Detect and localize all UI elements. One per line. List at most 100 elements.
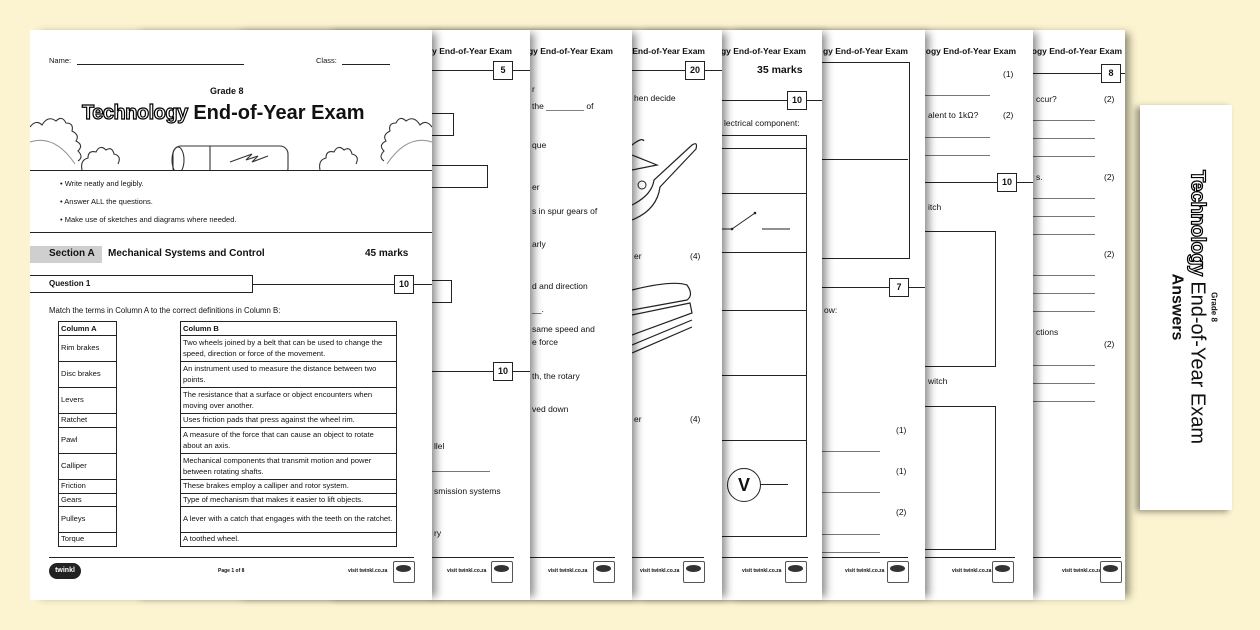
term-cell: Gears bbox=[58, 493, 117, 507]
question-text: llel bbox=[434, 441, 445, 451]
question-text: arly bbox=[532, 239, 546, 249]
column-b-header: Column B bbox=[180, 321, 397, 336]
term-cell: Levers bbox=[58, 387, 117, 414]
question-text: ry bbox=[434, 528, 442, 538]
twinkl-badge-icon bbox=[1100, 561, 1122, 583]
marks-label: (2) bbox=[1104, 339, 1115, 349]
footer-site: visit twinkl.co.za bbox=[1062, 568, 1102, 574]
running-header: End-of-Year Exam bbox=[632, 46, 705, 56]
column-a-header: Column A bbox=[58, 321, 117, 336]
question-text: r bbox=[532, 84, 535, 94]
question-text: __. bbox=[532, 304, 544, 314]
running-header: ogy End-of-Year Exam bbox=[1031, 46, 1122, 56]
term-cell: Friction bbox=[58, 479, 117, 494]
twinkl-badge-icon bbox=[992, 561, 1014, 583]
marks-label: (1) bbox=[1003, 69, 1014, 79]
section-badge bbox=[30, 246, 102, 263]
class-field[interactable] bbox=[342, 64, 390, 65]
marks-box: 10 bbox=[997, 173, 1017, 192]
gears-illustration-icon bbox=[30, 117, 432, 170]
definition-cell: Mechanical components that transmit moti… bbox=[180, 453, 397, 480]
marks-label: (1) bbox=[896, 425, 907, 435]
question-prompt: Match the terms in Column A to the corre… bbox=[49, 306, 281, 315]
marks-label: (4) bbox=[690, 414, 701, 424]
question-text: e force bbox=[532, 337, 558, 347]
question-text: s. bbox=[1036, 172, 1043, 182]
question-text: hen decide bbox=[634, 93, 676, 103]
definition-cell: Type of mechanism that makes it easier t… bbox=[180, 493, 397, 507]
running-header: gy End-of-Year Exam bbox=[720, 46, 806, 56]
footer-site: visit twinkl.co.za bbox=[348, 568, 388, 574]
definition-cell: A measure of the force that can cause an… bbox=[180, 427, 397, 454]
twinkl-badge-icon bbox=[593, 561, 615, 583]
marks-box: 10 bbox=[394, 275, 414, 294]
question-text: itch bbox=[928, 202, 942, 212]
running-header: gy End-of-Year Exam bbox=[426, 46, 512, 56]
definition-cell: A lever with a catch that engages with t… bbox=[180, 506, 397, 533]
marks-box: 8 bbox=[1101, 64, 1121, 83]
running-header: gy End-of-Year Exam bbox=[822, 46, 908, 56]
marks-label: (2) bbox=[1104, 249, 1115, 259]
marks-label: (1) bbox=[896, 466, 907, 476]
question-text: th, the rotary bbox=[532, 371, 580, 381]
answers-grade: Grade 8 bbox=[1209, 292, 1219, 322]
instruction-text: Write neatly and legibly. bbox=[64, 179, 144, 188]
question-text: smission systems bbox=[434, 486, 501, 496]
name-field[interactable] bbox=[77, 64, 244, 65]
question-text: er bbox=[634, 414, 642, 424]
running-header: ogy End-of-Year Exam bbox=[925, 46, 1016, 56]
column-b-table: Column B Two wheels joined by a belt tha… bbox=[180, 321, 397, 547]
question-text: lectrical component: bbox=[724, 118, 800, 128]
definition-cell: An instrument used to measure the distan… bbox=[180, 361, 397, 388]
marks-label: (4) bbox=[690, 251, 701, 261]
term-cell: Rim brakes bbox=[58, 335, 117, 362]
section-marks: 45 marks bbox=[365, 248, 409, 259]
page-number: Page 1 of 8 bbox=[218, 568, 245, 574]
question-text: d and direction bbox=[532, 281, 588, 291]
instruction-text: Answer ALL the questions. bbox=[64, 197, 153, 206]
voltmeter-symbol-icon: V bbox=[727, 468, 761, 502]
question-heading bbox=[30, 275, 253, 293]
twinkl-badge-icon bbox=[887, 561, 909, 583]
answers-title: End-of-Year Exam bbox=[1186, 281, 1209, 444]
answers-subtitle: Answers bbox=[1168, 273, 1186, 341]
footer-site: visit twinkl.co.za bbox=[952, 568, 992, 574]
twinkl-badge-icon bbox=[785, 561, 807, 583]
footer-site: visit twinkl.co.za bbox=[640, 568, 680, 574]
question-text: er bbox=[634, 251, 642, 261]
instruction-text: Make use of sketches and diagrams where … bbox=[64, 215, 237, 224]
exam-title: Technology End-of-Year Exam bbox=[81, 101, 364, 125]
term-cell: Pawl bbox=[58, 427, 117, 454]
definition-cell: Two wheels joined by a belt that can be … bbox=[180, 335, 397, 362]
marks-box: 7 bbox=[889, 278, 909, 297]
question-text: er bbox=[532, 182, 540, 192]
question-text: ow: bbox=[824, 305, 838, 315]
twinkl-badge-icon bbox=[491, 561, 513, 583]
running-header: gy End-of-Year Exam bbox=[527, 46, 613, 56]
marks-label: (2) bbox=[1104, 172, 1115, 182]
answers-title-styled: Technology bbox=[1186, 169, 1209, 276]
term-cell: Disc brakes bbox=[58, 361, 117, 388]
footer-site: visit twinkl.co.za bbox=[548, 568, 588, 574]
question-text: s in spur gears of bbox=[532, 206, 598, 216]
question-text: ved down bbox=[532, 404, 569, 414]
section-label: Section A bbox=[49, 248, 95, 259]
question-text: the ________ of bbox=[532, 101, 594, 111]
twinkl-logo-text: twinkl bbox=[55, 567, 75, 574]
answers-cover: Grade 8 Technology End-of-Year Exam Answ… bbox=[1140, 105, 1232, 510]
column-a-table: Column A Rim brakes Disc brakes Levers R… bbox=[58, 321, 117, 547]
instruction-3: • Make use of sketches and diagrams wher… bbox=[60, 215, 237, 224]
grade-label: Grade 8 bbox=[210, 86, 244, 96]
section-marks: 35 marks bbox=[757, 64, 803, 76]
name-label: Name: bbox=[49, 56, 72, 65]
marks-label: (2) bbox=[1003, 110, 1014, 120]
definition-cell: Uses friction pads that press against th… bbox=[180, 413, 397, 428]
term-cell: Pulleys bbox=[58, 506, 117, 533]
instruction-2: • Answer ALL the questions. bbox=[60, 197, 153, 206]
marks-box: 10 bbox=[493, 362, 513, 381]
instruction-1: • Write neatly and legibly. bbox=[60, 179, 144, 188]
marks-box: 5 bbox=[493, 61, 513, 80]
class-label: Class: bbox=[316, 56, 337, 65]
question-text: ctions bbox=[1036, 327, 1059, 337]
marks-box: 20 bbox=[685, 61, 705, 80]
